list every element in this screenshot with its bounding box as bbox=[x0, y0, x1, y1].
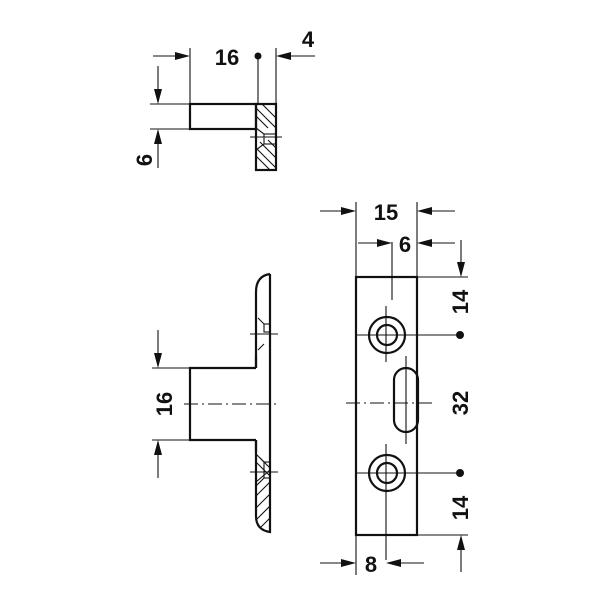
side-view-pin bbox=[188, 366, 256, 442]
dim-front-width: 15 bbox=[374, 200, 398, 225]
dim-front-top-hole-spacing: 14 bbox=[448, 289, 473, 314]
top-view: 16 4 6 bbox=[132, 27, 315, 172]
dim-top-pin-height: 6 bbox=[132, 154, 157, 166]
dim-front-hole-offset: 6 bbox=[399, 232, 411, 257]
top-hole-reference-dot bbox=[456, 331, 464, 339]
dim-front-bottom-hole-spacing: 14 bbox=[448, 495, 473, 520]
dim-front-bottom-offset: 8 bbox=[365, 552, 377, 577]
dim-front-slot-spacing: 32 bbox=[448, 391, 473, 415]
top-view-pin bbox=[188, 102, 258, 131]
bottom-hole-reference-dot bbox=[456, 469, 464, 477]
dim-top-length: 16 bbox=[215, 45, 239, 70]
side-view-hatching bbox=[256, 457, 270, 529]
top-view-countersink bbox=[255, 127, 265, 151]
front-view: 15 6 14 32 14 8 bbox=[320, 200, 473, 577]
top-view-origin-dot bbox=[254, 52, 262, 60]
dim-top-plate-thickness: 4 bbox=[302, 27, 315, 52]
side-view: 16 bbox=[152, 272, 280, 534]
dim-side-pin-diameter: 16 bbox=[152, 392, 177, 416]
side-view-plate bbox=[254, 272, 272, 534]
